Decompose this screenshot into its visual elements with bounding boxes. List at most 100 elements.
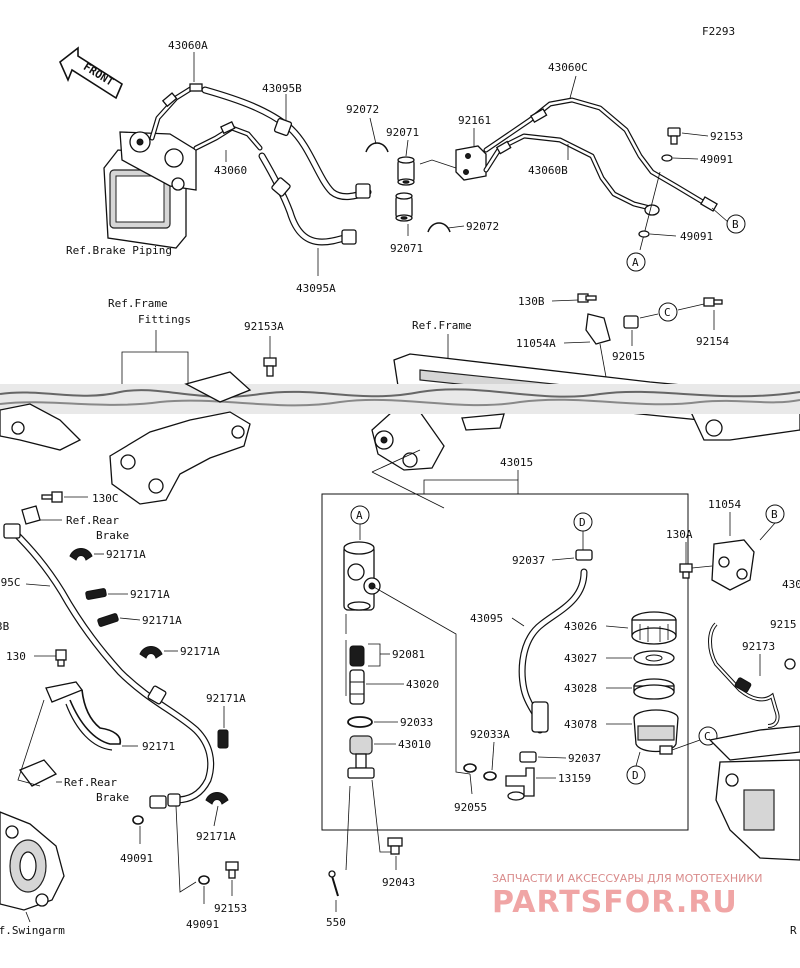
ref-rear-brake-b1: Ref.Rear	[64, 776, 117, 789]
label-92154: 92154	[696, 335, 729, 348]
ref-frame-fittings-1: Ref.Frame	[108, 297, 168, 310]
hose-43095B	[201, 86, 372, 201]
label-92171A-1: 92171A	[106, 548, 146, 561]
label-43020: 43020	[406, 678, 439, 691]
label-92071-mid: 92071	[390, 242, 423, 255]
label-43060: 43060	[214, 164, 247, 177]
banjo-fitting	[644, 204, 660, 216]
label-92161: 92161	[458, 114, 491, 127]
label-9215: 9215	[770, 618, 797, 631]
label-43010: 43010	[398, 738, 431, 751]
callout-A-top-label: A	[632, 256, 639, 269]
label-92171A-6: 92171A	[196, 830, 236, 843]
bolt-92153A	[263, 357, 277, 377]
label-92037-a: 92037	[512, 554, 545, 567]
plate-43027	[633, 650, 675, 666]
label-92033: 92033	[400, 716, 433, 729]
label-43015: 43015	[500, 456, 533, 469]
label-43095B: 43095B	[262, 82, 302, 95]
push-rod	[347, 753, 375, 779]
label-92015: 92015	[612, 350, 645, 363]
label-92071-top: 92071	[386, 126, 419, 139]
ref-rear-brake-a1: Ref.Rear	[66, 514, 119, 527]
frame-plate	[461, 413, 505, 431]
label-43028: 43028	[564, 682, 597, 695]
label-13159: 13159	[558, 772, 591, 785]
bracket-rear-brake	[18, 759, 58, 787]
label-92043: 92043	[382, 876, 415, 889]
label-43095: 43095	[470, 612, 503, 625]
label-130: 130	[6, 650, 26, 663]
label-43060B: 43060B	[528, 164, 568, 177]
label-4300: 430	[782, 578, 800, 591]
label-49091-mid: 49091	[680, 230, 713, 243]
ref-brake-piping: Ref.Brake Piping	[66, 244, 172, 257]
banjo-rear	[149, 795, 167, 809]
frame-fittings-bracket	[0, 371, 252, 505]
label-43026: 43026	[564, 620, 597, 633]
label-92153-bot: 92153	[214, 902, 247, 915]
label-11054: 11054	[708, 498, 741, 511]
label-43027: 43027	[564, 652, 597, 665]
master-cylinder-body	[343, 541, 381, 611]
figure-id: F2293	[702, 25, 735, 38]
piston-43020	[349, 669, 365, 705]
clamps-92171A	[69, 548, 229, 805]
watermark-line2: PARTSFOR.RU	[492, 885, 738, 920]
washer-49091-top	[661, 154, 673, 162]
grommet-92071-top	[397, 156, 415, 186]
watermark-line1: ЗАПЧАСТИ И АКСЕССУАРЫ ДЛЯ МОТОТЕХНИКИ	[492, 872, 762, 885]
label-11054A: 11054A	[516, 337, 556, 350]
reservoir-43078	[633, 709, 679, 755]
callout-C-mid-label: C	[664, 306, 671, 319]
bolt-130A	[679, 563, 693, 579]
bracket-92171	[45, 681, 122, 751]
label-92037-b: 92037	[568, 752, 601, 765]
fitting-13159	[505, 767, 535, 801]
label-92153-top: 92153	[710, 130, 743, 143]
callout-B-top-label: B	[732, 218, 739, 231]
ref-rear-brake-a2: Brake	[96, 529, 129, 542]
callout-A-top	[626, 252, 646, 272]
label-43078: 43078	[564, 718, 597, 731]
clip-92173	[708, 622, 780, 728]
callout-B-right-label: B	[771, 508, 778, 521]
label-92171A-5: 92171A	[206, 692, 246, 705]
bolt-92153-bot	[225, 861, 239, 879]
washer-49091-bot	[198, 875, 210, 885]
label-43060A: 43060A	[168, 39, 208, 52]
ref-frame-fittings-2: Fittings	[138, 313, 191, 326]
circlip-92033	[347, 716, 373, 728]
bracket-11054	[711, 539, 755, 591]
caliper-swingarm	[0, 811, 65, 911]
ref-frame: Ref.Frame	[412, 319, 472, 332]
label-92072-top: 92072	[346, 103, 379, 116]
bolt-92153-top	[667, 127, 681, 145]
ref-right-cut: R	[790, 924, 797, 937]
label-49091-bot: 49091	[186, 918, 219, 931]
collar-92015	[623, 315, 639, 329]
callout-D-box-label: D	[632, 769, 639, 782]
label-130C: 130C	[92, 492, 119, 505]
grommet-92071-mid	[395, 192, 413, 222]
spring-92081	[349, 645, 365, 667]
callout-A-box-label: A	[356, 509, 363, 522]
abs-unit	[103, 131, 197, 249]
label-92055: 92055	[454, 801, 487, 814]
bolt-130C	[41, 491, 63, 503]
diaphragm-43028	[633, 678, 675, 700]
label-92153A: 92153A	[244, 320, 284, 333]
label-550: 550	[326, 916, 346, 929]
bolt-92043	[387, 837, 403, 855]
callout-C-mid	[658, 302, 678, 322]
label-43095A: 43095A	[296, 282, 336, 295]
ref-swingarm: ef.Swingarm	[0, 924, 65, 937]
washer-49091-mid	[638, 230, 650, 238]
joint-92161	[455, 145, 487, 181]
label-92173: 92173	[742, 640, 775, 653]
pipe-43060C	[483, 97, 709, 207]
label-92033A: 92033A	[470, 728, 510, 741]
label-92171A-4: 92171A	[180, 645, 220, 658]
ref-rear-brake-b2: Brake	[96, 791, 129, 804]
